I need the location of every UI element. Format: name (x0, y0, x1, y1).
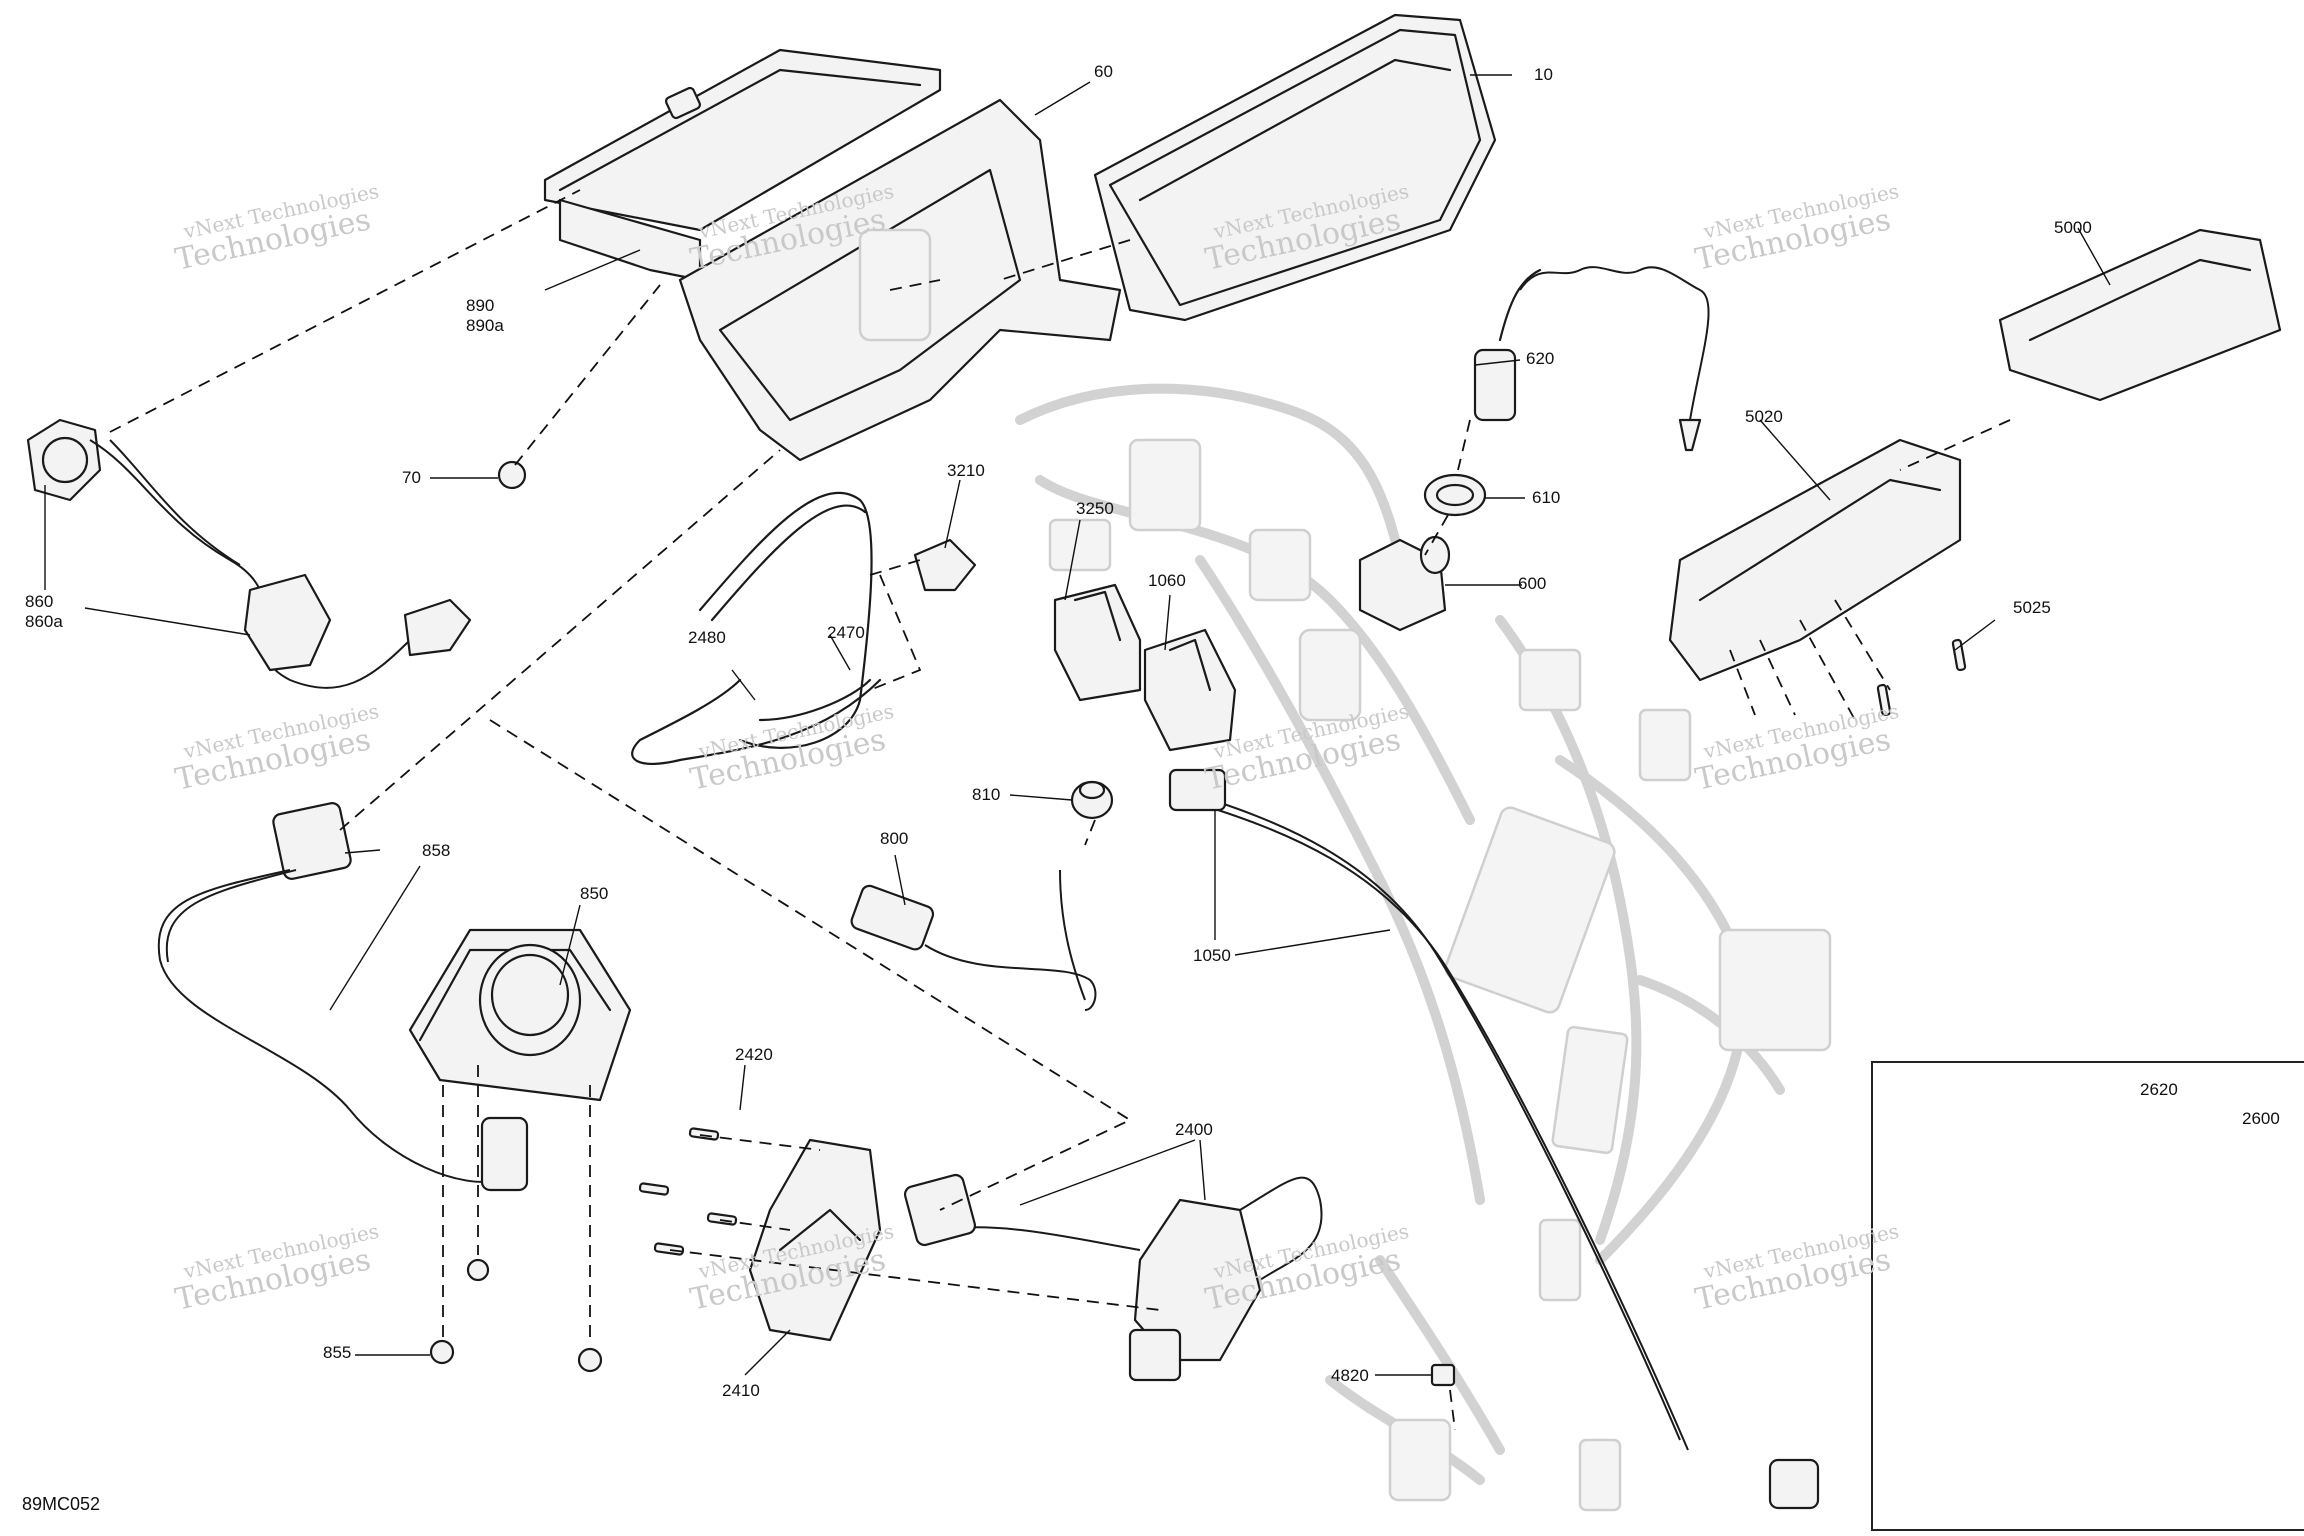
diagram-code: 89MC052 (22, 1494, 101, 1514)
switch-1060 (1143, 628, 1237, 752)
callout-855: 855 (323, 1343, 352, 1362)
callout-610: 610 (1532, 488, 1561, 507)
callout-800: 800 (880, 829, 909, 848)
main-harness-ghost (1015, 383, 1832, 1512)
inset-detail-frame (1871, 1061, 2304, 1531)
callout-2620: 2620 (2140, 1080, 2178, 1099)
callout-858: 858 (422, 841, 451, 860)
knob-module-850 (408, 928, 632, 1102)
bracket-frame-60 (678, 98, 1122, 462)
module-2400 (903, 1173, 1323, 1382)
tubes-2470-2480 (631, 491, 882, 765)
callout-2420: 2420 (735, 1045, 773, 1064)
callout-600: 600 (1518, 574, 1547, 593)
callout-850: 850 (580, 884, 609, 903)
callout-620: 620 (1526, 349, 1555, 368)
assembly-lines (109, 189, 2011, 1431)
callout-4820: 4820 (1331, 1366, 1369, 1385)
callout-5000: 5000 (2054, 218, 2092, 237)
callout-70: 70 (402, 468, 421, 487)
callout-2400: 2400 (1175, 1120, 1213, 1139)
callout-3250: 3250 (1076, 499, 1114, 518)
callout-2470: 2470 (827, 623, 865, 642)
ring-610 (1423, 473, 1487, 517)
harness-858 (157, 802, 529, 1192)
fasteners (429, 460, 1967, 1387)
callout-2480: 2480 (688, 628, 726, 647)
leader-lines (44, 74, 2111, 1376)
switch-600 (1358, 535, 1451, 632)
callout-2600: 2600 (2242, 1109, 2280, 1128)
connector-3210 (913, 538, 977, 592)
housing-890 (543, 48, 942, 282)
cover-2410 (748, 1138, 882, 1342)
harness-1050 (1168, 768, 1820, 1510)
callout-2410: 2410 (722, 1381, 760, 1400)
coiled-cable-620 (1473, 266, 1710, 452)
callout-1060: 1060 (1148, 571, 1186, 590)
display-unit-10 (1093, 13, 1497, 322)
callout-60: 60 (1094, 62, 1113, 81)
switch-3250 (1053, 583, 1142, 702)
cover-5000 (1998, 228, 2282, 402)
callout-5025: 5025 (2013, 598, 2051, 617)
callout-1050: 1050 (1193, 946, 1231, 965)
callout-810: 810 (972, 785, 1001, 804)
callout-10: 10 (1534, 65, 1553, 84)
callout-5020: 5020 (1745, 407, 1783, 426)
callout-890: 890 890a (466, 296, 504, 335)
connector-800 (850, 884, 1097, 1011)
grommet-810 (1059, 780, 1114, 1001)
switch-860 (26, 418, 472, 689)
housing-5020 (1668, 438, 1962, 682)
callout-3210: 3210 (947, 461, 985, 480)
callout-860: 860 860a (25, 592, 63, 631)
